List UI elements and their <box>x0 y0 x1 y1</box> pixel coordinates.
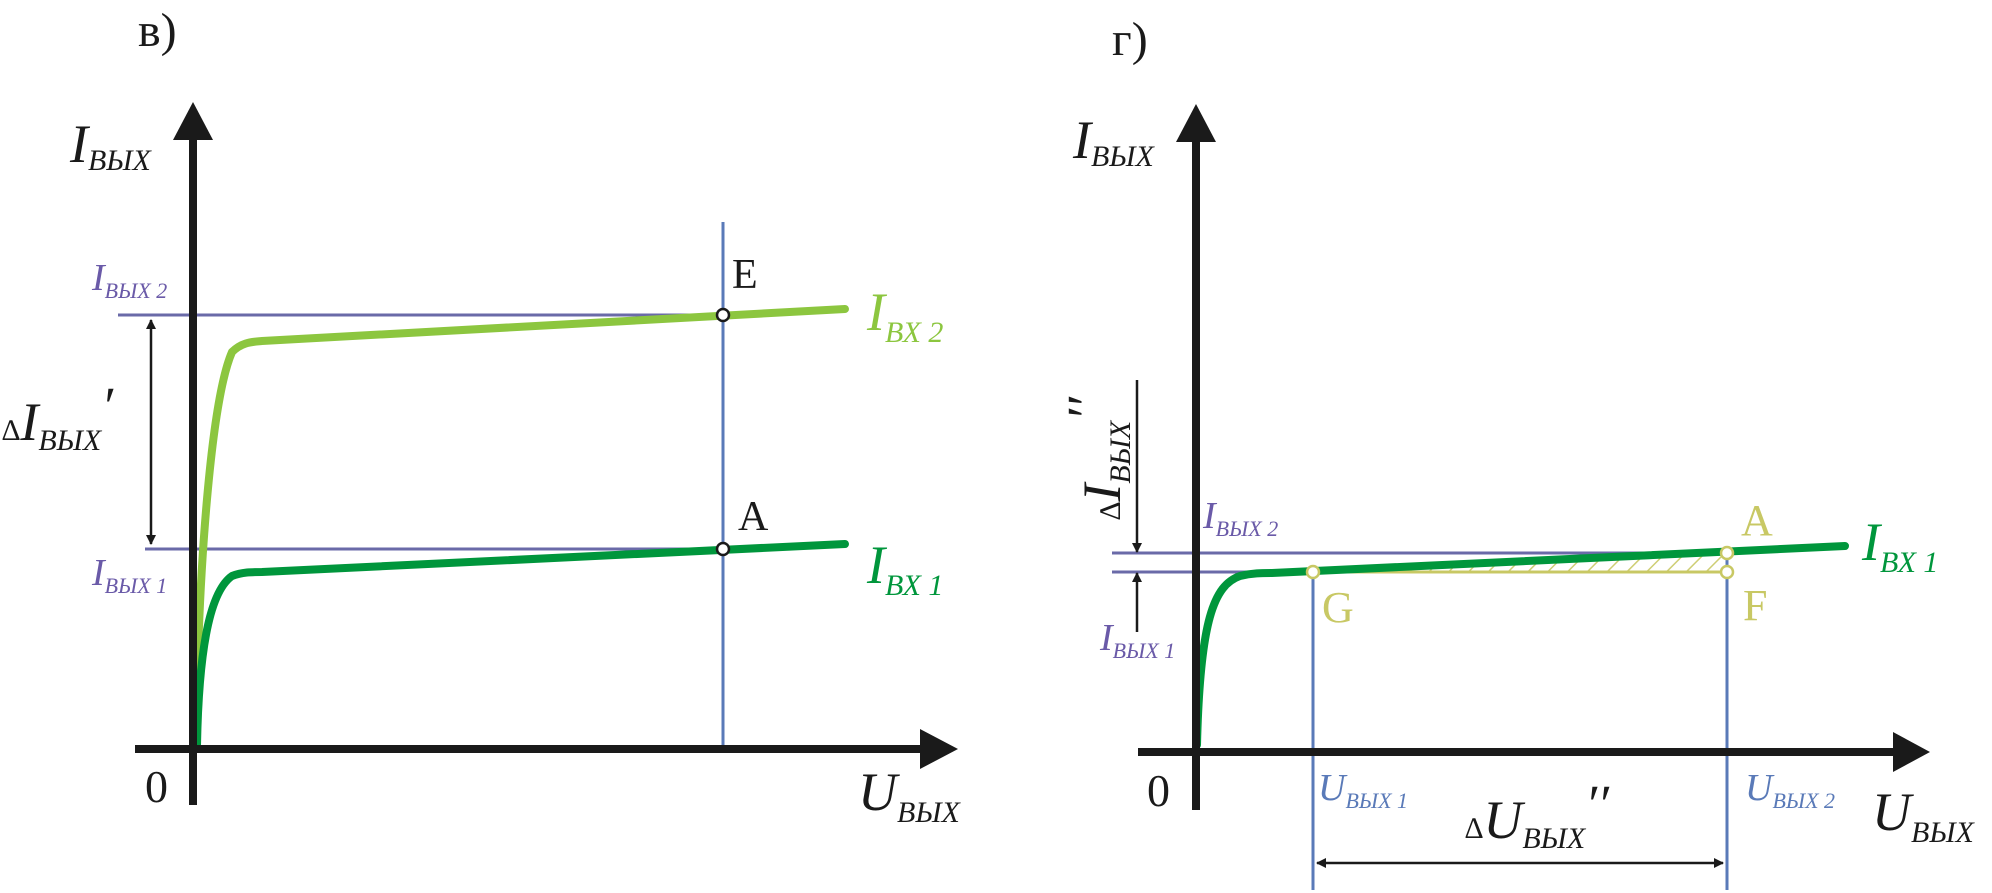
right-x-axis-label: UВЫХ <box>1872 782 1975 849</box>
right-delta-i-label: ∆IВЫХ′′ <box>1056 396 1137 520</box>
left-x-axis-label: UВЫХ <box>858 762 961 829</box>
left-point-a-label: A <box>738 494 769 540</box>
left-point-a-marker <box>715 541 731 557</box>
left-curve-ibx1-label: IВХ 1 <box>866 535 943 602</box>
left-point-e-marker <box>715 307 731 323</box>
right-y-axis-label: IВЫХ <box>1072 110 1155 173</box>
right-panel: г) IВЫХ UВЫХ 0 IВЫХ 2 IВЫХ 1 ∆IВЫХ′′ ∆UВ… <box>1056 13 1975 890</box>
right-u1-label: UВЫХ 1 <box>1318 767 1408 813</box>
right-curve-ibx1 <box>1193 542 1849 749</box>
right-point-a-marker <box>1719 545 1735 561</box>
right-panel-label: г) <box>1112 13 1148 66</box>
left-delta-label: ∆IВЫХ′ <box>2 376 114 457</box>
right-origin-label: 0 <box>1147 765 1170 816</box>
left-x-axis-arrowhead <box>920 729 958 769</box>
right-point-f-label: F <box>1743 581 1767 630</box>
left-panel-label: в) <box>138 4 177 57</box>
right-point-f-marker <box>1719 564 1735 580</box>
right-x-axis-arrowhead <box>1893 732 1930 772</box>
right-delta-u-label: ∆UВЫХ′′ <box>1465 774 1610 855</box>
right-level1-label: IВЫХ 1 <box>1099 617 1175 663</box>
right-u2-label: UВЫХ 2 <box>1745 767 1835 813</box>
right-level2-label: IВЫХ 2 <box>1202 495 1278 541</box>
left-curve-ibx2-label: IВХ 2 <box>866 282 943 349</box>
left-point-e-label: E <box>732 252 758 298</box>
right-point-a-label: A <box>1741 496 1773 545</box>
right-curve-ibx1-label: IВХ 1 <box>1861 512 1938 579</box>
left-y-axis-arrowhead <box>173 102 213 140</box>
left-level1-label: IВЫХ 1 <box>91 552 167 598</box>
right-point-g-marker <box>1305 564 1321 580</box>
left-origin-label: 0 <box>145 761 168 812</box>
left-level2-label: IВЫХ 2 <box>91 257 167 303</box>
left-y-axis-label: IВЫХ <box>69 114 152 177</box>
left-panel: в) IВЫХ UВЫХ 0 IВЫХ 2 IВЫХ 1 ∆IВЫХ′ E A … <box>2 4 961 829</box>
left-curve-ibx2 <box>192 305 849 749</box>
right-point-g-label: G <box>1322 583 1354 632</box>
right-y-axis-arrowhead <box>1176 104 1216 142</box>
left-curve-ibx1 <box>193 540 849 749</box>
